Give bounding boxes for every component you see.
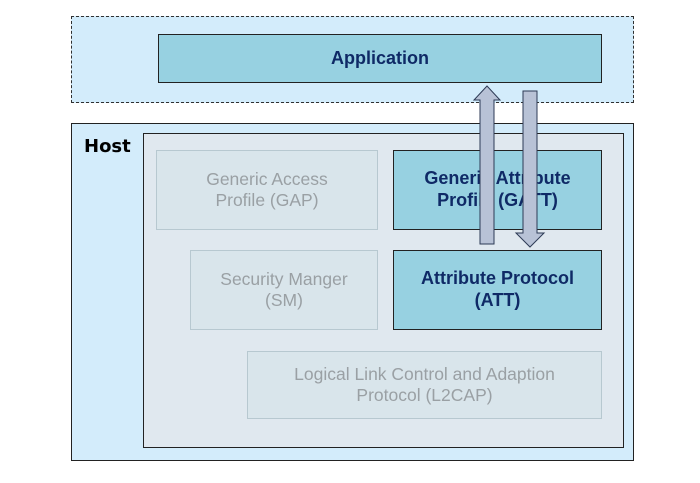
sm-label-line-1: Security Manger xyxy=(220,269,348,289)
host-title: Host xyxy=(84,136,131,157)
l2cap-label-line-1: Logical Link Control and Adaption xyxy=(294,364,555,384)
att-label-line-1: Attribute Protocol xyxy=(421,268,574,289)
application-label: Application xyxy=(331,47,429,68)
l2cap-label-line-2: Protocol (L2CAP) xyxy=(356,385,493,405)
gap-label-line-2: Profile (GAP) xyxy=(215,190,319,210)
att-label-line-2: (ATT) xyxy=(474,290,521,310)
l2cap-block: Logical Link Control and Adaption Protoc… xyxy=(247,351,602,419)
application-block: Application xyxy=(158,34,602,83)
gatt-block: Generic Attribute Profile (GATT) xyxy=(393,150,602,230)
gap-block: Generic Access Profile (GAP) xyxy=(156,150,378,230)
gap-label-line-1: Generic Access xyxy=(206,169,328,189)
sm-block: Security Manger (SM) xyxy=(190,250,378,330)
gatt-label-line-1: Generic Attribute xyxy=(424,168,571,189)
att-block: Attribute Protocol (ATT) xyxy=(393,250,602,330)
gatt-label-line-2: Profile (GATT) xyxy=(437,190,558,210)
sm-label-line-2: (SM) xyxy=(265,290,303,310)
